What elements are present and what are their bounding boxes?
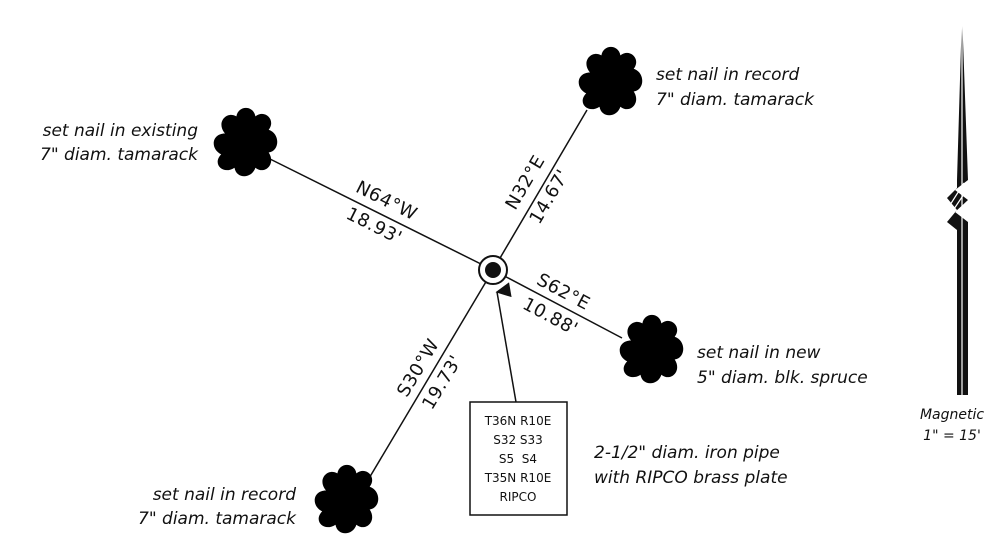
plate-line-1: T36N R10E (484, 414, 552, 428)
line-n32e (492, 109, 588, 271)
monument-description-1: 2-1/2" diam. iron pipe (594, 443, 780, 463)
tree-northeast-label-1: set nail in record (656, 65, 800, 85)
bearing-n32e-labels: N32°E 14.67' (501, 152, 573, 228)
plate-line-2: S32 S33 (493, 433, 543, 447)
plate-leader-arrow (495, 282, 517, 403)
tree-southwest-label-2: 7" diam. tamarack (138, 509, 297, 529)
tree-icon-east (619, 314, 684, 384)
line-n64w (267, 157, 494, 271)
tree-icon-northeast (578, 46, 643, 116)
tree-icon-southwest (314, 464, 379, 534)
tree-northeast-label-2: 7" diam. tamarack (656, 90, 815, 110)
brass-plate-box: T36N R10E S32 S33 S5 S4 T35N R10E RIPCO (469, 401, 568, 516)
plate-line-5: RIPCO (500, 490, 537, 504)
tree-southwest-label-1: set nail in record (153, 485, 297, 505)
tree-east-label-1: set nail in new (697, 343, 821, 363)
north-arrow-type-label: Magnetic (920, 407, 984, 423)
tree-east-label-2: 5" diam. blk. spruce (697, 368, 868, 388)
monument-description-2: with RIPCO brass plate (594, 468, 788, 488)
plate-line-4: T35N R10E (484, 471, 552, 485)
iron-pipe-monument-icon (478, 255, 508, 285)
line-s62e (492, 269, 623, 339)
line-s30w (367, 269, 494, 481)
north-arrow-scale-label: 1" = 15' (923, 428, 981, 444)
bearing-lines (267, 109, 623, 481)
plate-line-3: S5 S4 (499, 452, 537, 466)
tree-northwest-label-2: 7" diam. tamarack (40, 145, 199, 165)
magnetic-north-arrow-icon (947, 12, 968, 395)
tree-northwest-label-1: set nail in existing (43, 121, 199, 141)
tree-icon-northwest (213, 107, 278, 177)
